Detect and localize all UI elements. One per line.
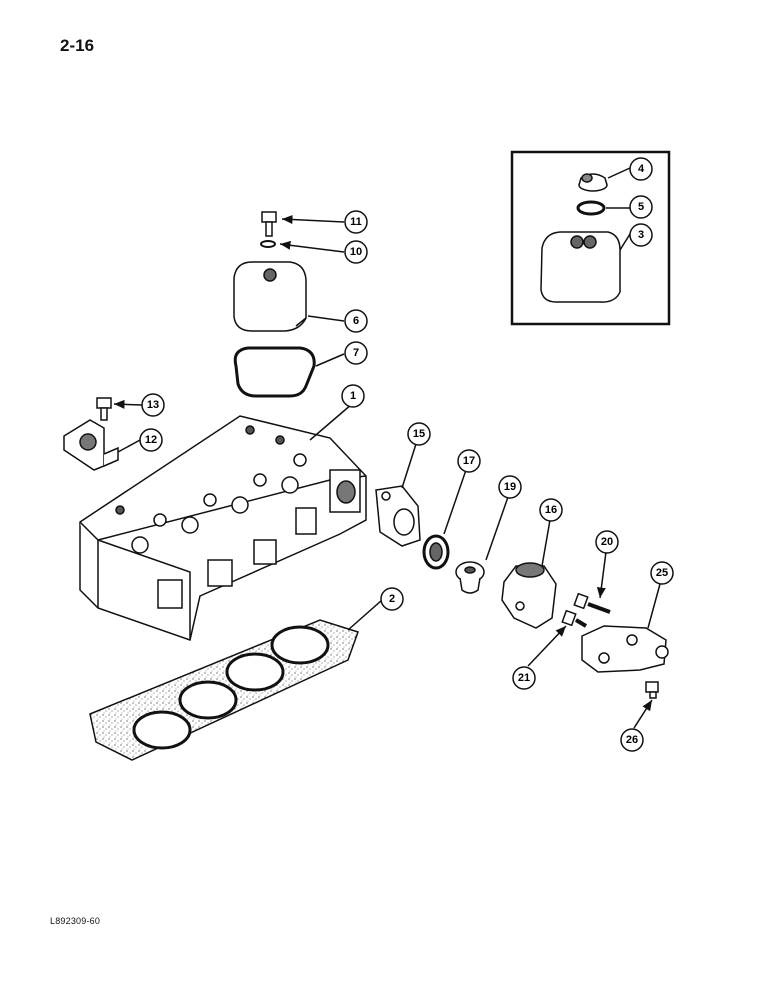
- callout-20: 20: [595, 530, 619, 554]
- callout-17: 17: [457, 449, 481, 473]
- bracket-25: [581, 625, 669, 673]
- bolt-13: [96, 397, 112, 421]
- callout-26: 26: [620, 728, 644, 752]
- leader-lines: [113, 167, 661, 729]
- cap-seal-ring: [576, 200, 606, 216]
- callout-2: 2: [380, 587, 404, 611]
- callout-19: 19: [498, 475, 522, 499]
- svg-text:19: 19: [504, 481, 516, 493]
- svg-text:13: 13: [147, 399, 159, 411]
- figure-id: L892309-60: [50, 916, 101, 926]
- callout-3: 3: [629, 223, 653, 247]
- svg-text:11: 11: [350, 216, 362, 228]
- inset-rocker-cover: [540, 231, 621, 303]
- callout-4: 4: [629, 157, 653, 181]
- callout-10: 10: [344, 240, 368, 264]
- svg-text:10: 10: [350, 246, 362, 258]
- callout-6: 6: [344, 309, 368, 333]
- callout-5: 5: [629, 195, 653, 219]
- washer-10: [260, 240, 276, 248]
- bolt-26: [645, 681, 659, 699]
- svg-text:16: 16: [545, 504, 557, 516]
- rocker-cover-6: [233, 261, 307, 332]
- callout-7: 7: [344, 341, 368, 365]
- callout-1: 1: [341, 384, 365, 408]
- svg-text:17: 17: [463, 455, 475, 467]
- callout-21: 21: [512, 666, 536, 690]
- cover-gasket-7: [233, 346, 316, 398]
- svg-text:3: 3: [638, 229, 644, 241]
- svg-text:1: 1: [350, 390, 356, 402]
- thermostat-19: [455, 561, 485, 594]
- svg-text:12: 12: [145, 434, 157, 446]
- svg-text:7: 7: [353, 347, 359, 359]
- callout-15: 15: [407, 422, 431, 446]
- svg-text:2: 2: [389, 593, 395, 605]
- bolt-11: [261, 211, 277, 237]
- svg-text:4: 4: [638, 163, 645, 175]
- head-gasket-2: [89, 619, 359, 761]
- callout-13: 13: [141, 393, 165, 417]
- svg-text:26: 26: [626, 734, 638, 746]
- page-number: 2-16: [60, 36, 95, 55]
- callout-16: 16: [539, 498, 563, 522]
- thermostat-housing-16: [501, 562, 557, 629]
- lifting-bracket-12: [63, 419, 119, 471]
- svg-text:15: 15: [413, 428, 425, 440]
- svg-text:20: 20: [601, 536, 613, 548]
- svg-text:6: 6: [353, 315, 359, 327]
- svg-text:5: 5: [638, 201, 644, 213]
- callout-12: 12: [139, 428, 163, 452]
- bolt-21: [561, 609, 588, 628]
- callout-25: 25: [650, 561, 674, 585]
- seal-17: [422, 534, 450, 570]
- inset-box: [510, 150, 671, 326]
- svg-text:21: 21: [518, 672, 530, 684]
- bolt-20: [573, 592, 611, 614]
- housing-gasket-15: [375, 485, 421, 547]
- oil-filler-cap: [578, 173, 608, 192]
- svg-text:25: 25: [656, 567, 668, 579]
- callout-11: 11: [344, 210, 368, 234]
- cylinder-head-1: [79, 415, 367, 641]
